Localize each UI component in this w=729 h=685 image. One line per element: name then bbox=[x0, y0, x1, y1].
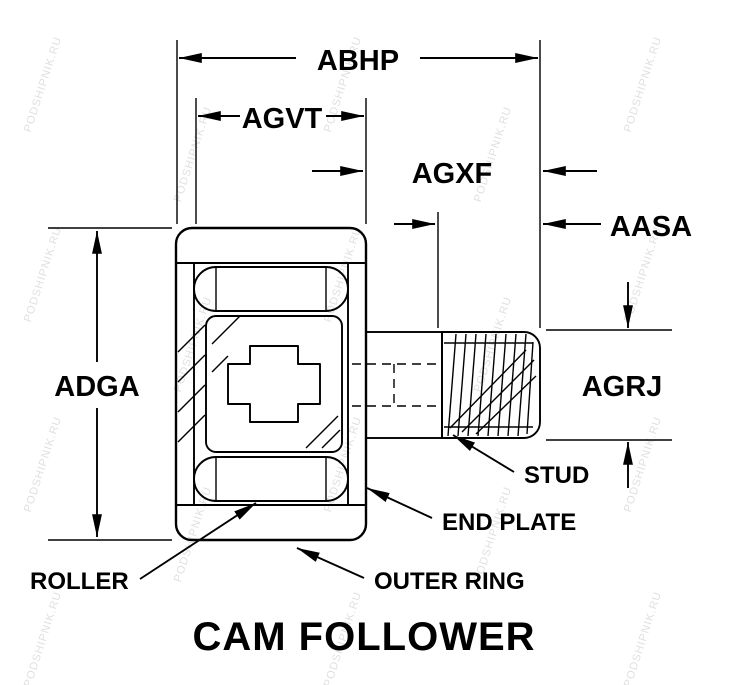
dim-label-agrj: AGRJ bbox=[582, 371, 663, 403]
part-label-roller: ROLLER bbox=[30, 568, 129, 595]
bearing-body-group bbox=[174, 226, 368, 542]
dimension-agxf: AGXF bbox=[312, 158, 597, 190]
part-label-stud: STUD bbox=[524, 462, 589, 489]
dim-label-adga: ADGA bbox=[54, 371, 139, 403]
dimension-abhp: ABHP bbox=[176, 40, 541, 328]
stud-center-section bbox=[227, 345, 321, 423]
label-stud: STUD bbox=[452, 434, 589, 489]
end-plate-leader-line bbox=[366, 487, 433, 519]
dim-label-agvt: AGVT bbox=[242, 103, 323, 135]
stud-flange-outline bbox=[205, 315, 343, 453]
part-label-outer-ring: OUTER RING bbox=[374, 568, 525, 595]
roller-leader-line bbox=[139, 502, 257, 580]
roller-top bbox=[193, 266, 349, 312]
stud-group bbox=[352, 331, 541, 439]
dimension-agrj: AGRJ bbox=[546, 282, 672, 488]
roller-bottom bbox=[193, 456, 349, 502]
dimension-adga: ADGA bbox=[48, 227, 172, 541]
dimension-aasa: AASA bbox=[394, 211, 692, 328]
stud-leader-line bbox=[452, 434, 515, 473]
section-hatch-lines bbox=[177, 315, 341, 449]
thread-hatch-lines bbox=[449, 349, 537, 435]
outer-ring-leader-line bbox=[296, 547, 365, 579]
stud-thread-body bbox=[441, 331, 541, 439]
part-label-end-plate: END PLATE bbox=[442, 509, 576, 536]
label-end-plate: END PLATE bbox=[366, 487, 576, 536]
thread-crest-lines bbox=[447, 333, 534, 437]
label-outer-ring: OUTER RING bbox=[296, 547, 525, 595]
dim-label-agxf: AGXF bbox=[412, 158, 493, 190]
dim-label-aasa: AASA bbox=[610, 211, 692, 243]
diagram-title: CAM FOLLOWER bbox=[192, 615, 535, 659]
label-roller: ROLLER bbox=[30, 502, 257, 595]
dimension-agvt: AGVT bbox=[195, 98, 367, 224]
dim-label-abhp: ABHP bbox=[317, 45, 399, 77]
stud-shank bbox=[365, 331, 443, 439]
outer-ring-outline bbox=[174, 226, 368, 542]
